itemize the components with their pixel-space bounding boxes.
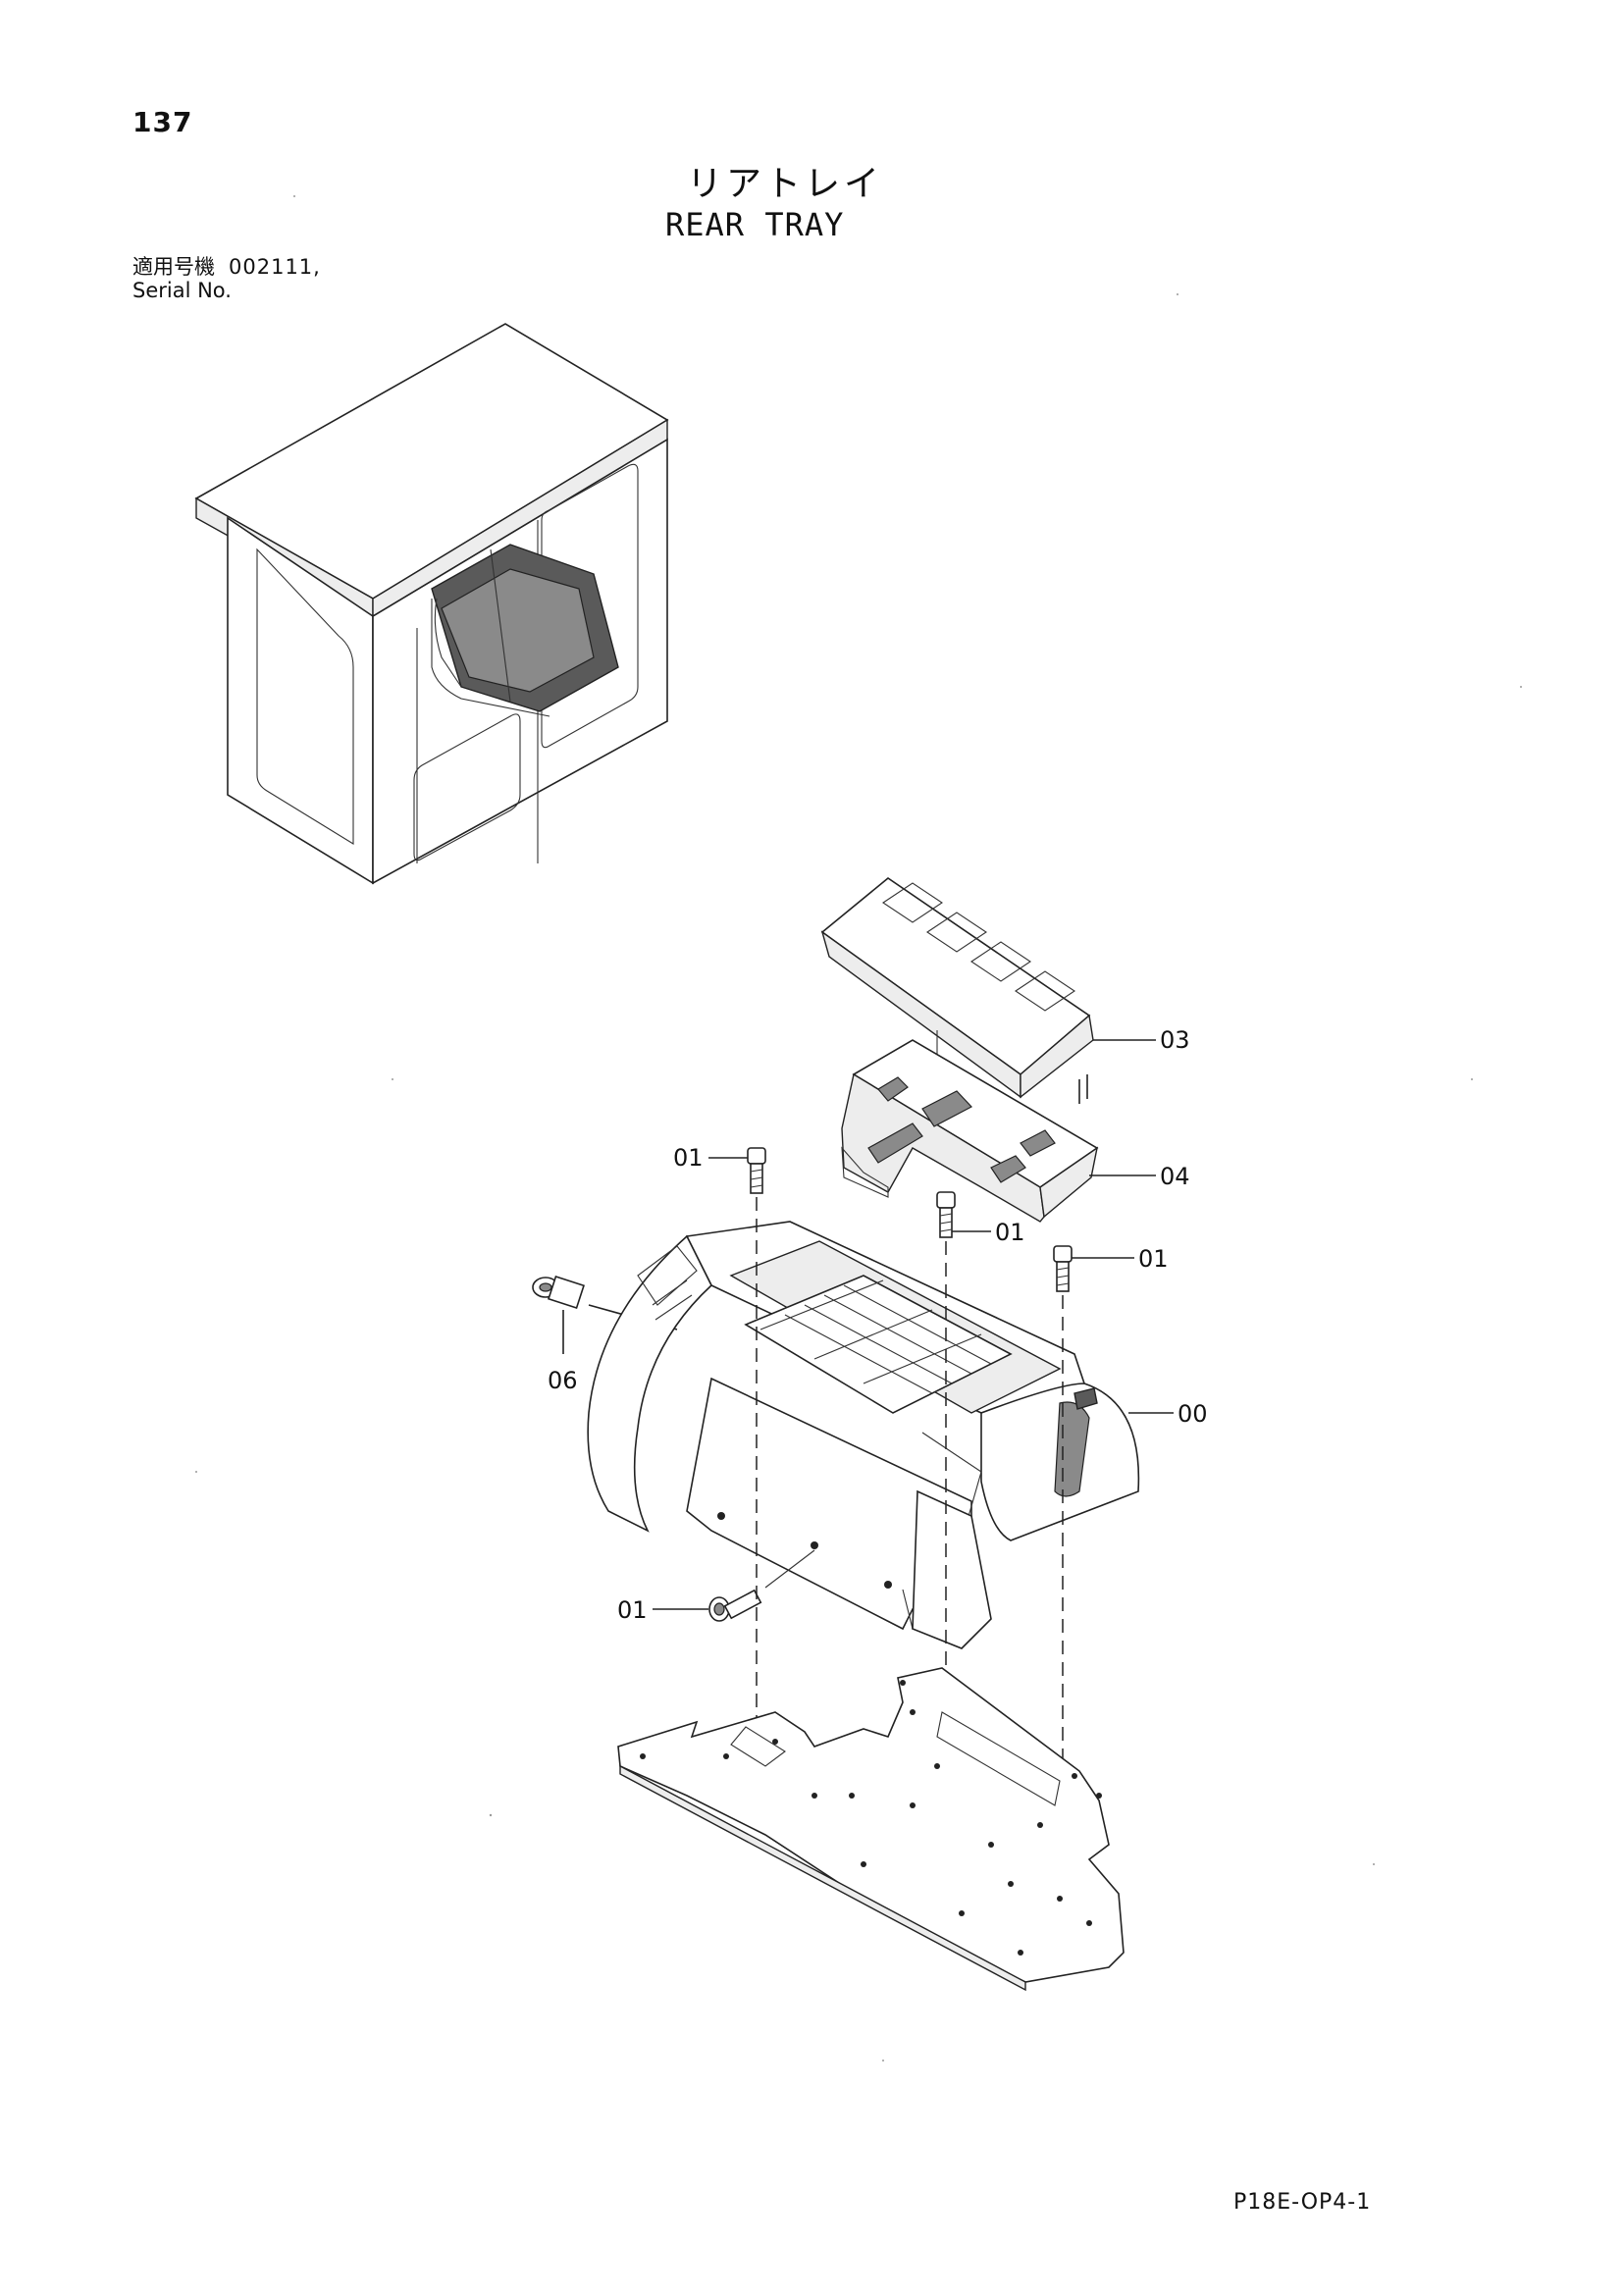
part-03-tray-cover (820, 877, 1094, 1104)
callout-part-01-right: 01 (1138, 1245, 1169, 1273)
assembly-line-bottom-screw (764, 1549, 815, 1589)
scan-speckle (195, 195, 1522, 2061)
screw-right-icon (1053, 1245, 1073, 1292)
part-06-plug-icon (532, 1275, 585, 1310)
page-title-japanese: リアトレイ (687, 164, 884, 204)
serial-label-jp: 適用号機 (132, 255, 215, 279)
screw-top-left-icon (747, 1147, 766, 1194)
serial-row-jp: 適用号機 002111, (132, 255, 321, 279)
callout-part-00: 00 (1178, 1400, 1208, 1428)
mounting-plate (617, 1667, 1125, 1992)
callout-part-06: 06 (548, 1367, 578, 1394)
screw-center-icon (936, 1191, 956, 1238)
page-title-english: REAR TRAY (665, 206, 845, 243)
callout-part-01-top-left: 01 (673, 1144, 704, 1172)
callout-part-04: 04 (1160, 1163, 1190, 1190)
callout-part-01-bottom: 01 (617, 1596, 648, 1624)
document-code: P18E-OP4-1 (1233, 2190, 1372, 2215)
serial-value: 002111, (229, 255, 321, 279)
part-04-cup-holder (841, 1039, 1099, 1223)
serial-label-en: Serial No. (132, 279, 232, 302)
callout-part-01-center: 01 (995, 1219, 1025, 1246)
serial-number-block: 適用号機 002111, Serial No. (132, 255, 321, 302)
callout-part-03: 03 (1160, 1026, 1190, 1054)
page-number: 137 (132, 106, 193, 138)
cab-overview-illustration (194, 323, 669, 885)
screw-bottom-left-icon (708, 1589, 762, 1622)
